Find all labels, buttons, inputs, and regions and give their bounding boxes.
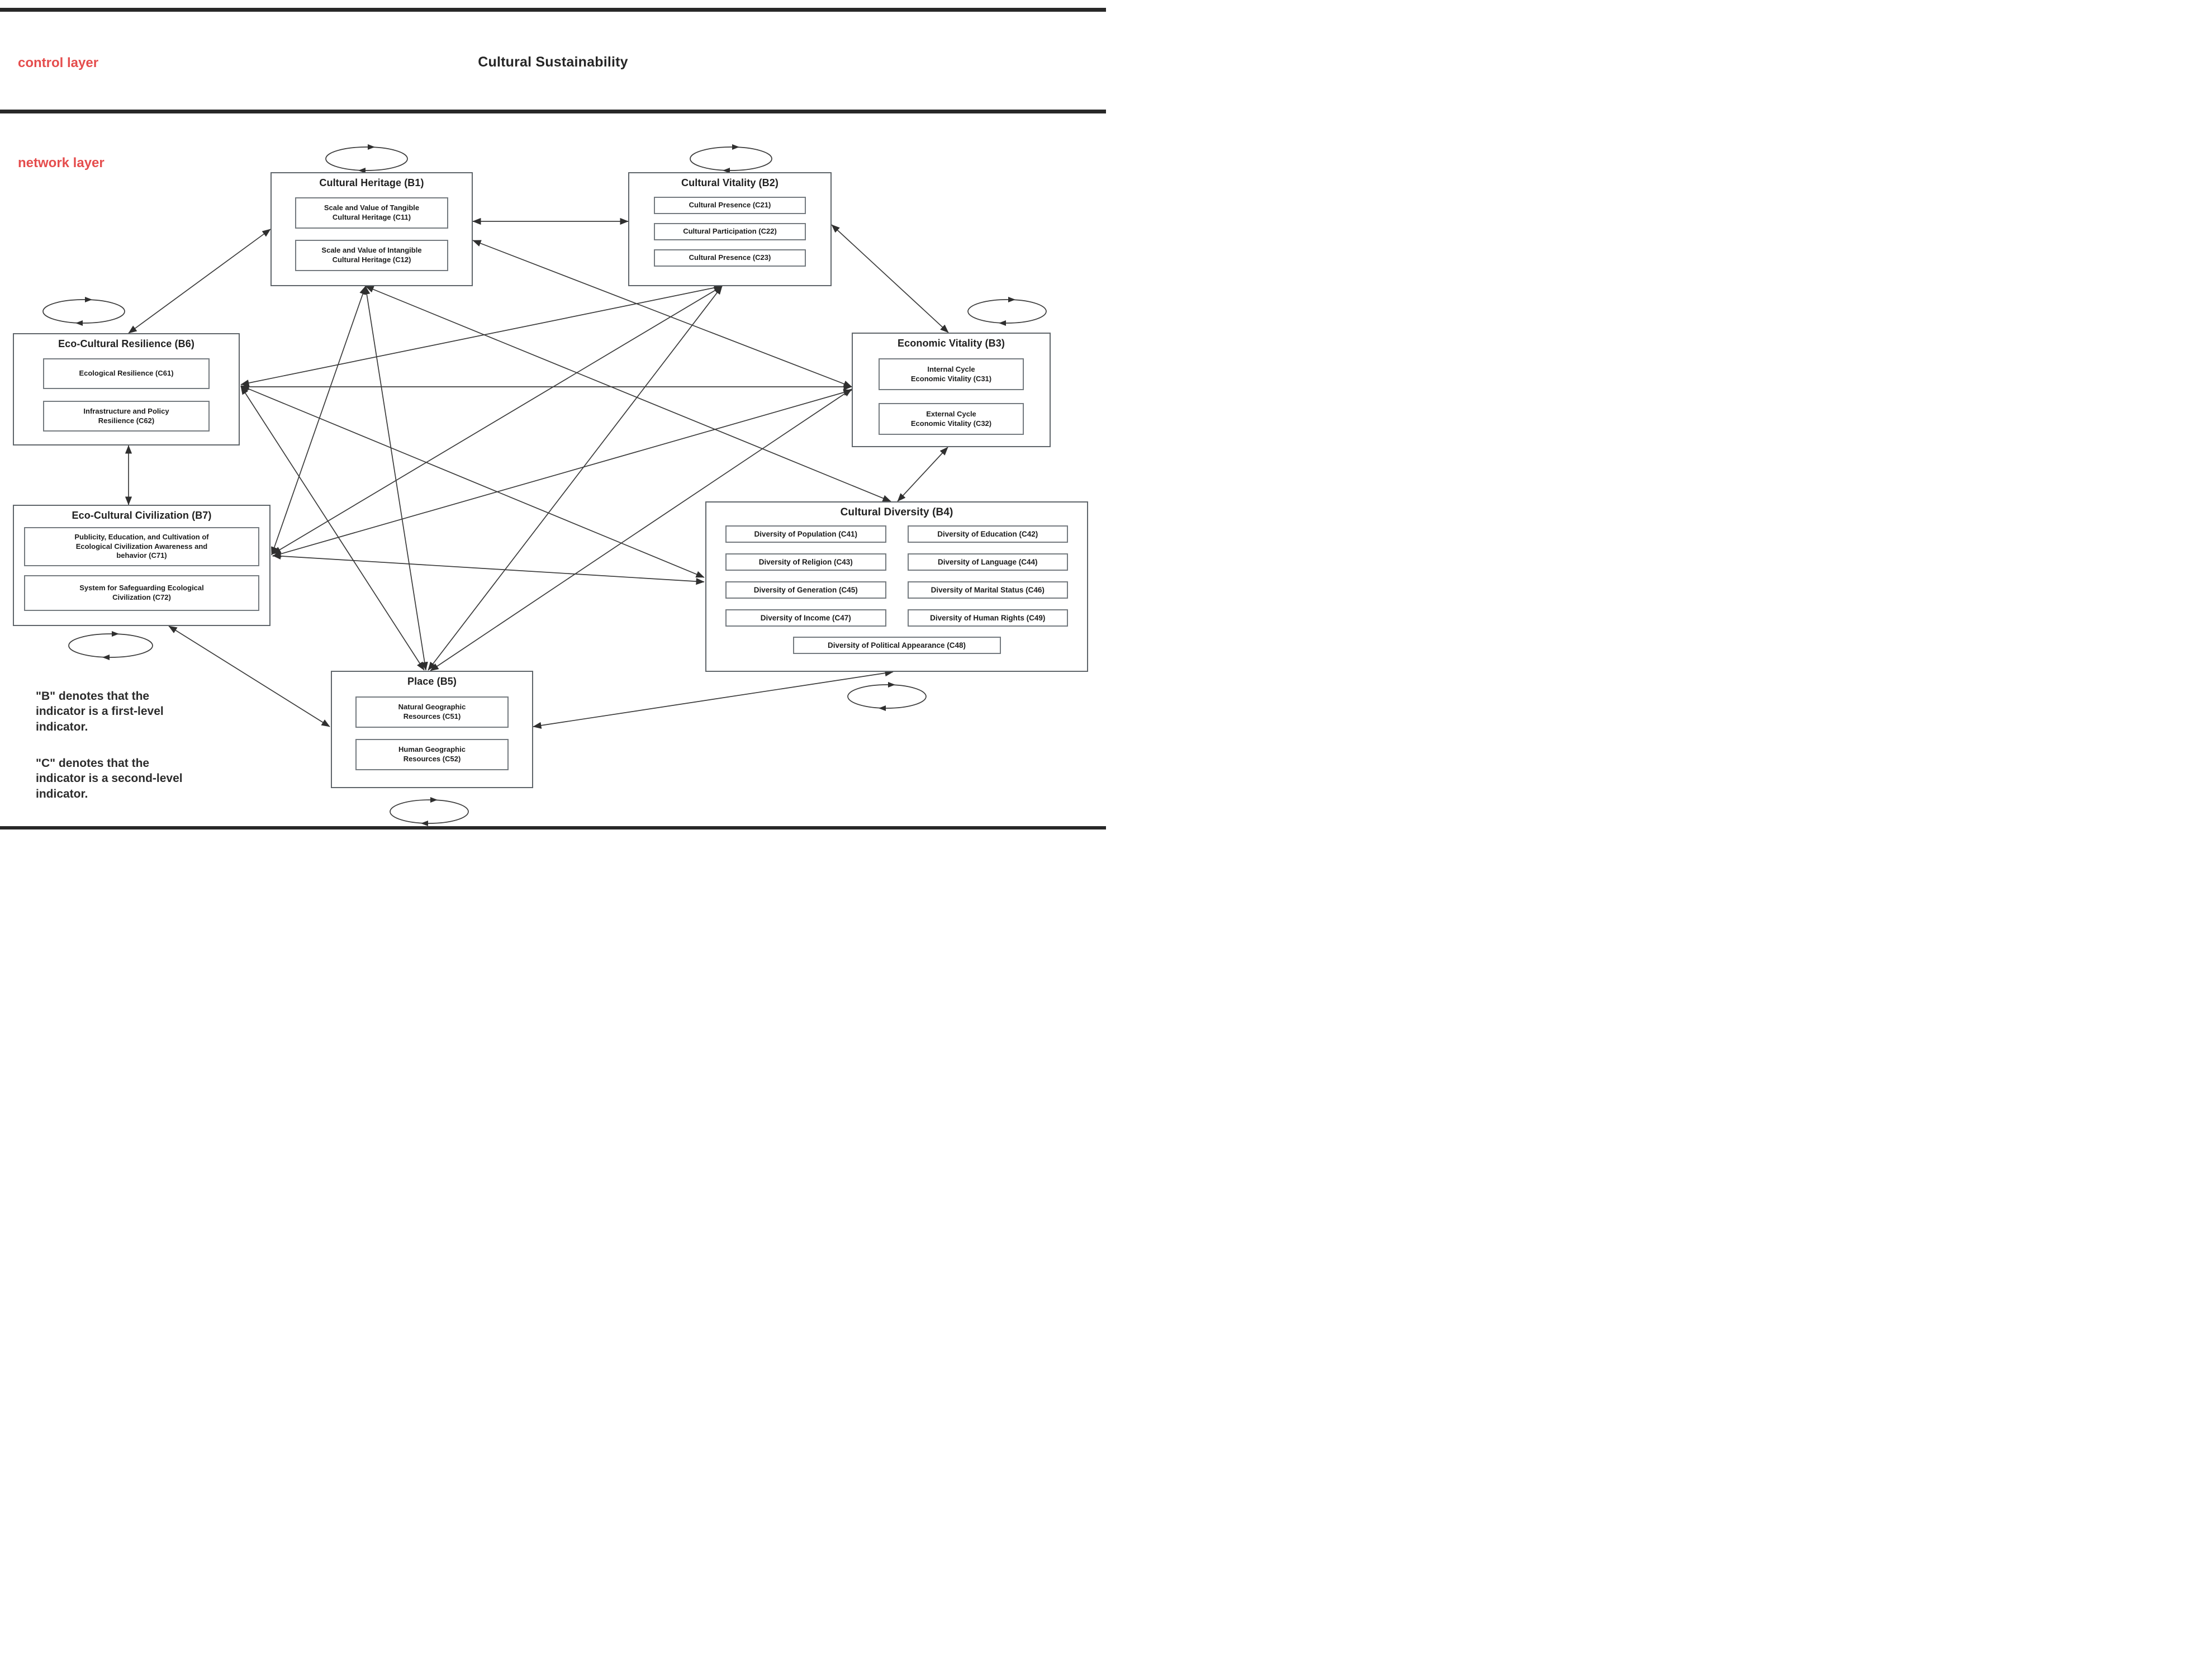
edge-B1-B6	[128, 229, 271, 334]
page-title: Cultural Sustainability	[478, 54, 628, 70]
indicator-c21: Cultural Presence (C21)	[654, 197, 806, 214]
cluster-title-b3: Economic Vitality (B3)	[898, 338, 1005, 349]
self-loop-arrow-top-B7	[112, 631, 119, 637]
indicator-c12: Scale and Value of Intangible Cultural H…	[295, 240, 448, 271]
self-loop-arrow-top-B4	[888, 682, 895, 688]
edge-B2-B5	[428, 286, 723, 671]
network-edges-canvas	[42, 144, 1047, 826]
edge-B4-B5	[533, 670, 894, 729]
legend-first-level-note: "B" denotes that the indicator is a firs…	[36, 690, 164, 733]
self-loop-arrow-bottom-B2	[723, 168, 730, 173]
edge-B4-B7	[272, 552, 705, 585]
self-loop-B4	[847, 684, 927, 709]
network-layer-label: network layer	[18, 155, 105, 170]
control-layer-label: control layer	[18, 55, 99, 70]
self-loop-arrow-top-B2	[732, 144, 739, 150]
edge-B2-B7	[272, 286, 723, 554]
top-rule	[0, 8, 1106, 12]
indicator-c43: Diversity of Religion (C43)	[725, 553, 886, 571]
edge-B2-B6	[240, 284, 723, 387]
self-loop-arrow-top-B1	[368, 144, 375, 150]
indicator-c62: Infrastructure and Policy Resilience (C6…	[43, 401, 210, 432]
diagram-page: control layer Cultural Sustainability ne…	[0, 0, 1106, 830]
cluster-title-b7: Eco-Cultural Civilization (B7)	[72, 510, 212, 521]
self-loop-arrow-bottom-B3	[999, 320, 1006, 326]
indicator-c32: External Cycle Economic Vitality (C32)	[879, 403, 1024, 435]
indicator-c44: Diversity of Language (C44)	[907, 553, 1068, 571]
indicator-c23: Cultural Presence (C23)	[654, 249, 806, 267]
indicator-c22: Cultural Participation (C22)	[654, 223, 806, 240]
indicator-c72: System for Safeguarding Ecological Civil…	[24, 575, 259, 611]
self-loop-arrow-top-B6	[85, 297, 92, 302]
cluster-cultural-vitality-b2: Cultural Vitality (B2) Cultural Presence…	[628, 172, 832, 286]
self-loop-arrow-bottom-B7	[102, 655, 110, 660]
indicator-c49: Diversity of Human Rights (C49)	[907, 609, 1068, 627]
self-loop-B6	[42, 299, 125, 324]
indicator-c51: Natural Geographic Resources (C51)	[355, 696, 509, 728]
indicator-c47: Diversity of Income (C47)	[725, 609, 886, 627]
edge-B1-B4	[365, 286, 891, 502]
indicator-c31: Internal Cycle Economic Vitality (C31)	[879, 358, 1024, 390]
indicator-c61: Ecological Resilience (C61)	[43, 358, 210, 389]
cluster-title-b1: Cultural Heritage (B1)	[319, 177, 424, 188]
indicator-c48: Diversity of Political Appearance (C48)	[792, 637, 1001, 654]
cluster-title-b2: Cultural Vitality (B2)	[681, 177, 779, 188]
edge-B5-B7	[168, 625, 330, 727]
edge-B4-B6	[240, 385, 705, 578]
cluster-economic-vitality-b3: Economic Vitality (B3) Internal Cycle Ec…	[852, 333, 1051, 447]
cluster-place-b5: Place (B5) Natural Geographic Resources …	[331, 671, 533, 788]
edge-B2-B3	[831, 224, 949, 333]
indicator-c45: Diversity of Generation (C45)	[725, 581, 886, 599]
self-loop-arrow-top-B5	[430, 797, 438, 803]
self-loop-arrow-bottom-B6	[75, 320, 83, 326]
indicator-c41: Diversity of Population (C41)	[725, 525, 886, 543]
self-loop-arrow-bottom-B5	[421, 821, 428, 826]
self-loop-B5	[390, 799, 469, 824]
bottom-rule	[0, 826, 1106, 830]
self-loop-arrow-top-B3	[1008, 297, 1015, 302]
cluster-title-b5: Place (B5)	[407, 676, 457, 687]
cluster-cultural-heritage-b1: Cultural Heritage (B1) Scale and Value o…	[270, 172, 473, 286]
cluster-title-b4: Cultural Diversity (B4)	[840, 506, 953, 518]
mid-rule	[0, 110, 1106, 113]
cluster-eco-cultural-resilience-b6: Eco-Cultural Resilience (B6) Ecological …	[13, 333, 240, 445]
legend-second-level-note: "C" denotes that the indicator is a seco…	[36, 757, 183, 800]
cluster-cultural-diversity-b4: Cultural Diversity (B4) Diversity of Pop…	[705, 501, 1088, 672]
diversity-grid: Diversity of Population (C41) Diversity …	[725, 525, 1068, 627]
indicator-c52: Human Geographic Resources (C52)	[355, 739, 509, 770]
indicator-c71: Publicity, Education, and Cultivation of…	[24, 527, 259, 566]
self-loop-B2	[690, 146, 772, 171]
self-loop-B3	[967, 299, 1047, 324]
cluster-eco-cultural-civilization-b7: Eco-Cultural Civilization (B7) Publicity…	[13, 505, 270, 626]
cluster-title-b6: Eco-Cultural Resilience (B6)	[58, 338, 194, 349]
indicator-c42: Diversity of Education (C42)	[907, 525, 1068, 543]
edge-B3-B4	[897, 447, 948, 502]
indicator-c11: Scale and Value of Tangible Cultural Her…	[295, 197, 448, 229]
indicator-c46: Diversity of Marital Status (C46)	[907, 581, 1068, 599]
self-loop-B1	[325, 146, 408, 171]
edge-B5-B6	[240, 386, 425, 671]
edge-B1-B5	[363, 286, 428, 671]
edge-B1-B7	[271, 286, 366, 556]
self-loop-arrow-bottom-B4	[879, 705, 886, 711]
self-loop-arrow-bottom-B1	[358, 168, 365, 173]
self-loop-B7	[68, 633, 153, 658]
